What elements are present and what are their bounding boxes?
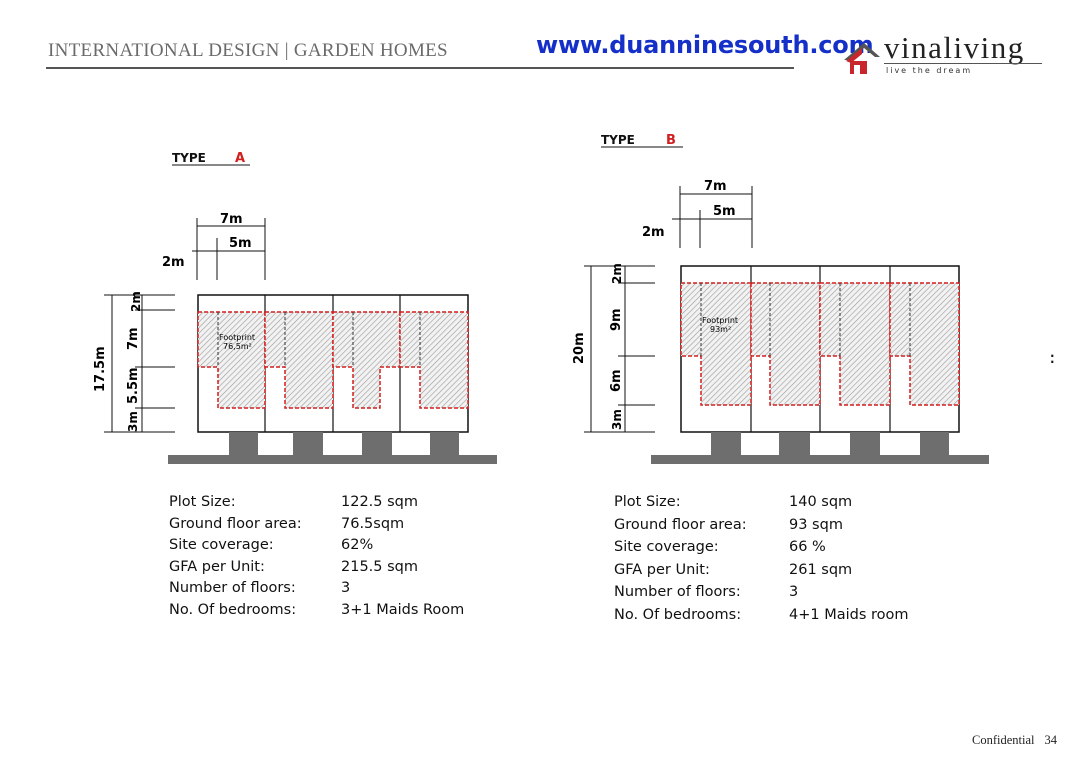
page-footer: Confidential 34: [972, 733, 1057, 748]
spec-label: Ground floor area:: [614, 516, 747, 533]
type-b-width-total: 7m: [704, 179, 727, 194]
spec-value: 62%: [341, 537, 374, 553]
type-a-depth-rear: 3m: [126, 411, 140, 432]
type-b-title: TYPE: [601, 133, 635, 147]
edge-marker: ..: [1050, 346, 1055, 366]
type-b-plan: TYPE B 7m 5m 2m 20m 2m 9m 6m 3m: [572, 133, 989, 464]
type-b-letter: B: [666, 133, 676, 148]
spec-label: No. Of bedrooms:: [614, 606, 742, 623]
spec-value: 122.5 sqm: [341, 494, 419, 510]
type-a-depth-total: 17.5m: [93, 346, 108, 392]
type-a-depth-back: 5.5m: [126, 367, 141, 404]
type-a-title: TYPE: [172, 151, 206, 165]
spec-value: 4+1 Maids room: [789, 606, 909, 623]
spec-value: 140 sqm: [789, 494, 853, 510]
type-a-depth-mid: 7m: [126, 327, 141, 350]
brand-tagline: live the dream: [886, 66, 973, 75]
type-b-depth-rear: 3m: [610, 409, 624, 430]
type-b-width-side: 2m: [642, 225, 665, 240]
type-b-width-inner: 5m: [713, 204, 736, 219]
spec-value: 3: [341, 580, 351, 596]
type-b-depth-back: 6m: [609, 369, 624, 392]
page-header-title: INTERNATIONAL DESIGN | GARDEN HOMES: [48, 40, 448, 61]
spec-label: Site coverage:: [169, 537, 274, 553]
confidential-label: Confidential: [972, 733, 1035, 747]
header-divider: [46, 67, 794, 69]
spec-value: 215.5 sqm: [341, 558, 419, 575]
brand-logo-name: vinaliving: [884, 30, 1025, 65]
spec-label: Number of floors:: [169, 580, 296, 596]
spec-label: Number of floors:: [614, 584, 741, 600]
type-a-width-inner: 5m: [229, 236, 252, 251]
type-b-footprint-label: Footprint: [702, 316, 738, 325]
spec-value: 66 %: [789, 539, 826, 555]
spec-label: Ground floor area:: [169, 515, 302, 532]
spec-label: Plot Size:: [169, 494, 236, 510]
type-a-footprint-label: Footprint: [219, 333, 255, 342]
spec-value: 3: [789, 584, 799, 600]
type-a-plan: TYPE A 7m 5m 2m 17.5m 2m 7m 5.5m 3m: [93, 151, 497, 464]
spec-label: Plot Size:: [614, 494, 681, 510]
type-a-width-total: 7m: [220, 212, 243, 227]
spec-value: 76.5sqm: [341, 515, 405, 532]
type-b-footprint-area: 93m²: [710, 325, 731, 334]
type-a-footprint-area: 76,5m²: [223, 342, 252, 351]
website-url[interactable]: www.duanninesouth.com: [536, 31, 874, 59]
spec-value: 93 sqm: [789, 516, 843, 533]
type-b-depth-mid: 9m: [609, 308, 624, 331]
house-logo-icon: [844, 43, 880, 74]
spec-value: 261 sqm: [789, 561, 853, 578]
type-b-depth-front: 2m: [610, 263, 624, 284]
type-a-width-side: 2m: [162, 255, 185, 270]
type-a-letter: A: [235, 151, 245, 166]
spec-label: GFA per Unit:: [614, 561, 710, 578]
type-a-depth-front: 2m: [129, 291, 143, 312]
page-number: 34: [1044, 733, 1058, 747]
type-b-depth-total: 20m: [572, 332, 587, 364]
spec-value: 3+1 Maids Room: [341, 601, 465, 618]
spec-label: No. Of bedrooms:: [169, 601, 297, 618]
spec-label: GFA per Unit:: [169, 558, 265, 575]
spec-label: Site coverage:: [614, 539, 719, 555]
logo-underline: [884, 63, 1042, 64]
